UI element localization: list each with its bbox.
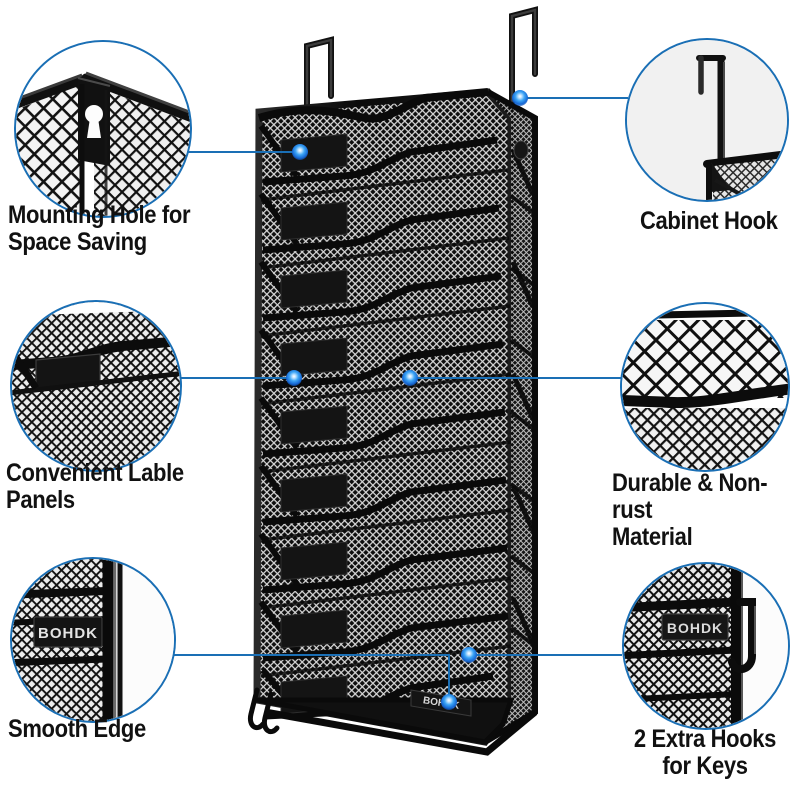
callout-label-smooth-edge: Smooth Edge	[8, 715, 146, 743]
callout-label-durable-material: Durable & Non-rust Material	[612, 469, 768, 551]
connector-dot-extra-hooks	[461, 647, 477, 663]
door-hook-left	[304, 36, 334, 155]
product-illustration: BOHDK	[235, 0, 565, 797]
mounting-hole-art	[16, 42, 190, 216]
cabinet-hook-art	[627, 40, 787, 200]
product-logo-badge-top	[513, 140, 529, 160]
callout-label-label-panels: Convenient Lable Panels	[6, 459, 184, 514]
callout-label-extra-hooks: 2 Extra Hooks for Keys	[633, 725, 777, 780]
label-panel-art	[12, 302, 180, 470]
product-svg: BOHDK	[247, 6, 538, 756]
connector-dot-smooth-edge	[441, 694, 457, 710]
connector-smooth-edge-vertical	[448, 654, 450, 702]
connector-dot-cabinet-hook	[512, 90, 528, 106]
connector-dot-mounting-hole	[292, 144, 308, 160]
connector-mounting-hole	[188, 151, 300, 153]
key-hook-icons	[247, 687, 280, 735]
label-panels	[280, 133, 348, 715]
connector-dot-durable-material	[402, 370, 418, 386]
callout-label-cabinet-hook: Cabinet Hook	[640, 207, 778, 235]
smooth-edge-art: BOHDK	[12, 559, 174, 721]
callout-bubble-mounting-hole	[14, 40, 192, 218]
organizer-base	[256, 697, 538, 756]
connector-durable-material	[410, 377, 622, 379]
organizer-side-panel	[483, 89, 538, 745]
top-scallop-rail	[257, 88, 489, 123]
connector-label-panels	[176, 377, 294, 379]
svg-text:BOHDK: BOHDK	[667, 620, 723, 636]
callout-bubble-label-panels	[10, 300, 182, 472]
connector-cabinet-hook	[520, 97, 628, 99]
svg-text:BOHDK: BOHDK	[38, 625, 98, 642]
callout-label-mounting-hole: Mounting Hole for Space Saving	[8, 201, 191, 256]
callout-bubble-cabinet-hook	[625, 38, 789, 202]
extra-hooks-art: BOHDK	[624, 564, 788, 728]
connector-dot-label-panels	[286, 370, 302, 386]
connector-extra-hooks	[468, 654, 622, 656]
connector-smooth-edge	[170, 654, 450, 656]
durable-material-art	[622, 304, 788, 470]
callout-bubble-smooth-edge: BOHDK	[10, 557, 176, 723]
callout-bubble-durable-material	[620, 302, 790, 472]
callout-bubble-extra-hooks: BOHDK	[622, 562, 790, 730]
pocket-fronts	[260, 136, 512, 720]
